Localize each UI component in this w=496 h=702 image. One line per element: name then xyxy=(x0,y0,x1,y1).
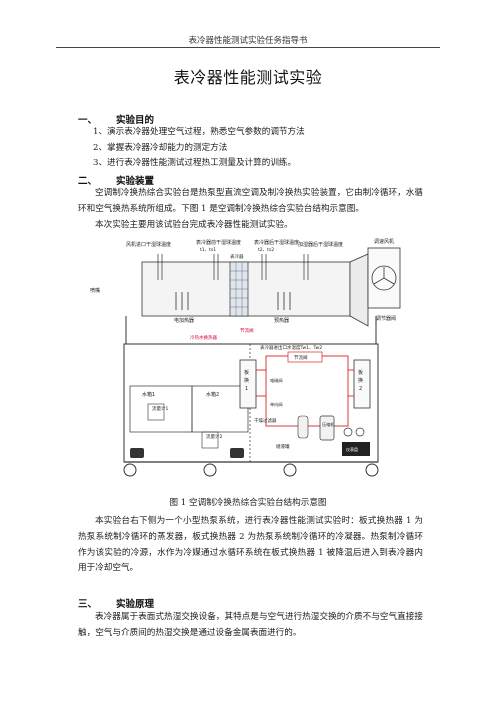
label-fan: 调速风机 xyxy=(374,238,394,245)
section-1-heading: 一、 实验目的 xyxy=(78,112,154,126)
instrument-panel xyxy=(342,442,370,456)
pump-1-icon xyxy=(130,448,144,458)
label-plate1-a: 板 xyxy=(244,369,249,376)
label-reservoir: 储液罐 xyxy=(276,443,290,450)
label-cooler-back: 表冷器后干湿球温度 xyxy=(254,239,299,246)
header-rule xyxy=(56,47,440,48)
label-ext-valve-box: 节流阀 xyxy=(294,354,308,361)
section-1-number: 一、 xyxy=(78,115,98,126)
section-2-paragraph: 空调制冷换热综合实验台是热泵型直流空调及制冷换热实验装置，它由制冷循环，水循环和… xyxy=(78,188,423,214)
plate-exchanger-2 xyxy=(353,359,371,409)
label-flow2: 流量计2 xyxy=(206,433,222,440)
label-plate2-c: 2 xyxy=(359,386,362,392)
label-cooler-back-sub: t2、ts2 xyxy=(258,247,274,253)
pressure-gauge-icon xyxy=(343,427,353,437)
section-3-heading: 三、 实验原理 xyxy=(78,596,154,610)
label-damper: 调节器阀 xyxy=(376,315,396,322)
figure-description: 本实验台右下侧为一个小型热泵系统，进行表冷器性能测试实验时：板式换热器 1 为热… xyxy=(78,516,423,574)
label-instr: 仪表盘 xyxy=(346,446,358,452)
compressor xyxy=(319,415,335,441)
label-cooler: 表冷器 xyxy=(230,253,244,260)
four-way-valve xyxy=(287,351,323,363)
water-tank-2 xyxy=(191,385,249,433)
fan-icon xyxy=(371,265,397,291)
section-3-number: 三、 xyxy=(78,599,98,610)
section-2-number: 二、 xyxy=(78,176,98,187)
wheel-icon xyxy=(203,463,217,477)
receiver-tank xyxy=(297,415,309,439)
flowmeter-1 xyxy=(147,403,165,421)
pump-2-icon xyxy=(230,448,244,458)
wheel-icon xyxy=(123,463,137,477)
flowmeter-2 xyxy=(201,431,219,449)
label-sol-valve: 电磁阀 xyxy=(270,377,283,384)
label-water-temps: 表冷器进出口水温度Tw1、Tw2 xyxy=(260,344,322,351)
list-item: 1、演示表冷器处理空气过程，熟悉空气参数的调节方法 xyxy=(93,127,305,137)
label-cooler-front: 表冷器前干湿球温度 xyxy=(196,239,241,246)
label-heater: 电加热器 xyxy=(174,317,194,324)
list-item: 2、掌握表冷器冷却能力的测定方法 xyxy=(93,142,228,153)
label-check-valve: 单向阀 xyxy=(270,401,283,408)
label-inlet-temp: 风机进口干湿球温度 xyxy=(126,241,171,248)
section-2-title: 实验装置 xyxy=(116,176,155,187)
section-3-paragraph: 表冷器属于表面式热湿交换设备，其特点是与空气进行热湿交换的介质不与空气直接接触，… xyxy=(78,612,423,638)
label-plate1-c: 1 xyxy=(245,386,248,392)
list-item: 3、进行表冷器性能测试过程热工测量及计算的训练。 xyxy=(93,158,297,168)
section-2-note: 本次实验主要用该试验台完成表冷器性能测试实验。 xyxy=(95,220,293,230)
page-header: 表冷器性能测试实验任务指导书 xyxy=(188,36,308,46)
label-preheater: 预热器 xyxy=(274,317,289,324)
label-plate1-b: 换 xyxy=(244,377,249,384)
label-plate2-b: 换 xyxy=(358,377,363,384)
label-tank2: 水箱2 xyxy=(206,391,219,398)
apparatus-diagram: 风机进口干湿球温度 表冷器前干湿球温度 t1、ts1 表冷器后干湿球温度 t2、… xyxy=(90,238,401,477)
heater-elements xyxy=(175,292,189,310)
pressure-gauge-icon xyxy=(355,427,365,437)
label-filter: 干燥过滤器 xyxy=(254,417,277,424)
preheater-elements xyxy=(277,292,291,310)
refrigerant-loop xyxy=(256,355,354,427)
section-1-list: 1、演示表冷器处理空气过程，熟悉空气参数的调节方法 2、掌握表冷器冷却能力的测定… xyxy=(93,125,433,172)
section-2-heading: 二、 实验装置 xyxy=(78,173,154,187)
label-tank1: 水箱1 xyxy=(142,391,155,398)
label-nozzle: 喷嘴 xyxy=(90,287,100,294)
label-ext-valve: 节流阀 xyxy=(240,327,254,334)
fan-blades-icon xyxy=(373,267,395,285)
temperature-probes xyxy=(157,254,309,280)
wheel-icon xyxy=(283,463,297,477)
figure-caption: 图 1 空调制冷换热综合实验台结构示意图 xyxy=(169,498,327,508)
label-plate2-a: 板 xyxy=(358,369,363,376)
label-compressor: 压缩机 xyxy=(322,421,335,428)
wheel-icon xyxy=(365,463,379,477)
label-outlet-temp: 加湿器后干湿球温度 xyxy=(298,241,343,248)
section-3-title: 实验原理 xyxy=(116,599,155,610)
label-flow1: 流量计1 xyxy=(152,405,168,412)
plate-exchanger-1 xyxy=(239,359,257,409)
section-1-title: 实验目的 xyxy=(116,115,155,126)
duct-transition xyxy=(349,253,369,327)
label-cold-hot-tag: 冷热水换热器 xyxy=(190,334,217,341)
cooler-grid xyxy=(230,262,248,316)
label-cooler-front-sub: t1、ts1 xyxy=(200,247,216,253)
document-title: 表冷器性能测试实验 xyxy=(173,68,323,87)
